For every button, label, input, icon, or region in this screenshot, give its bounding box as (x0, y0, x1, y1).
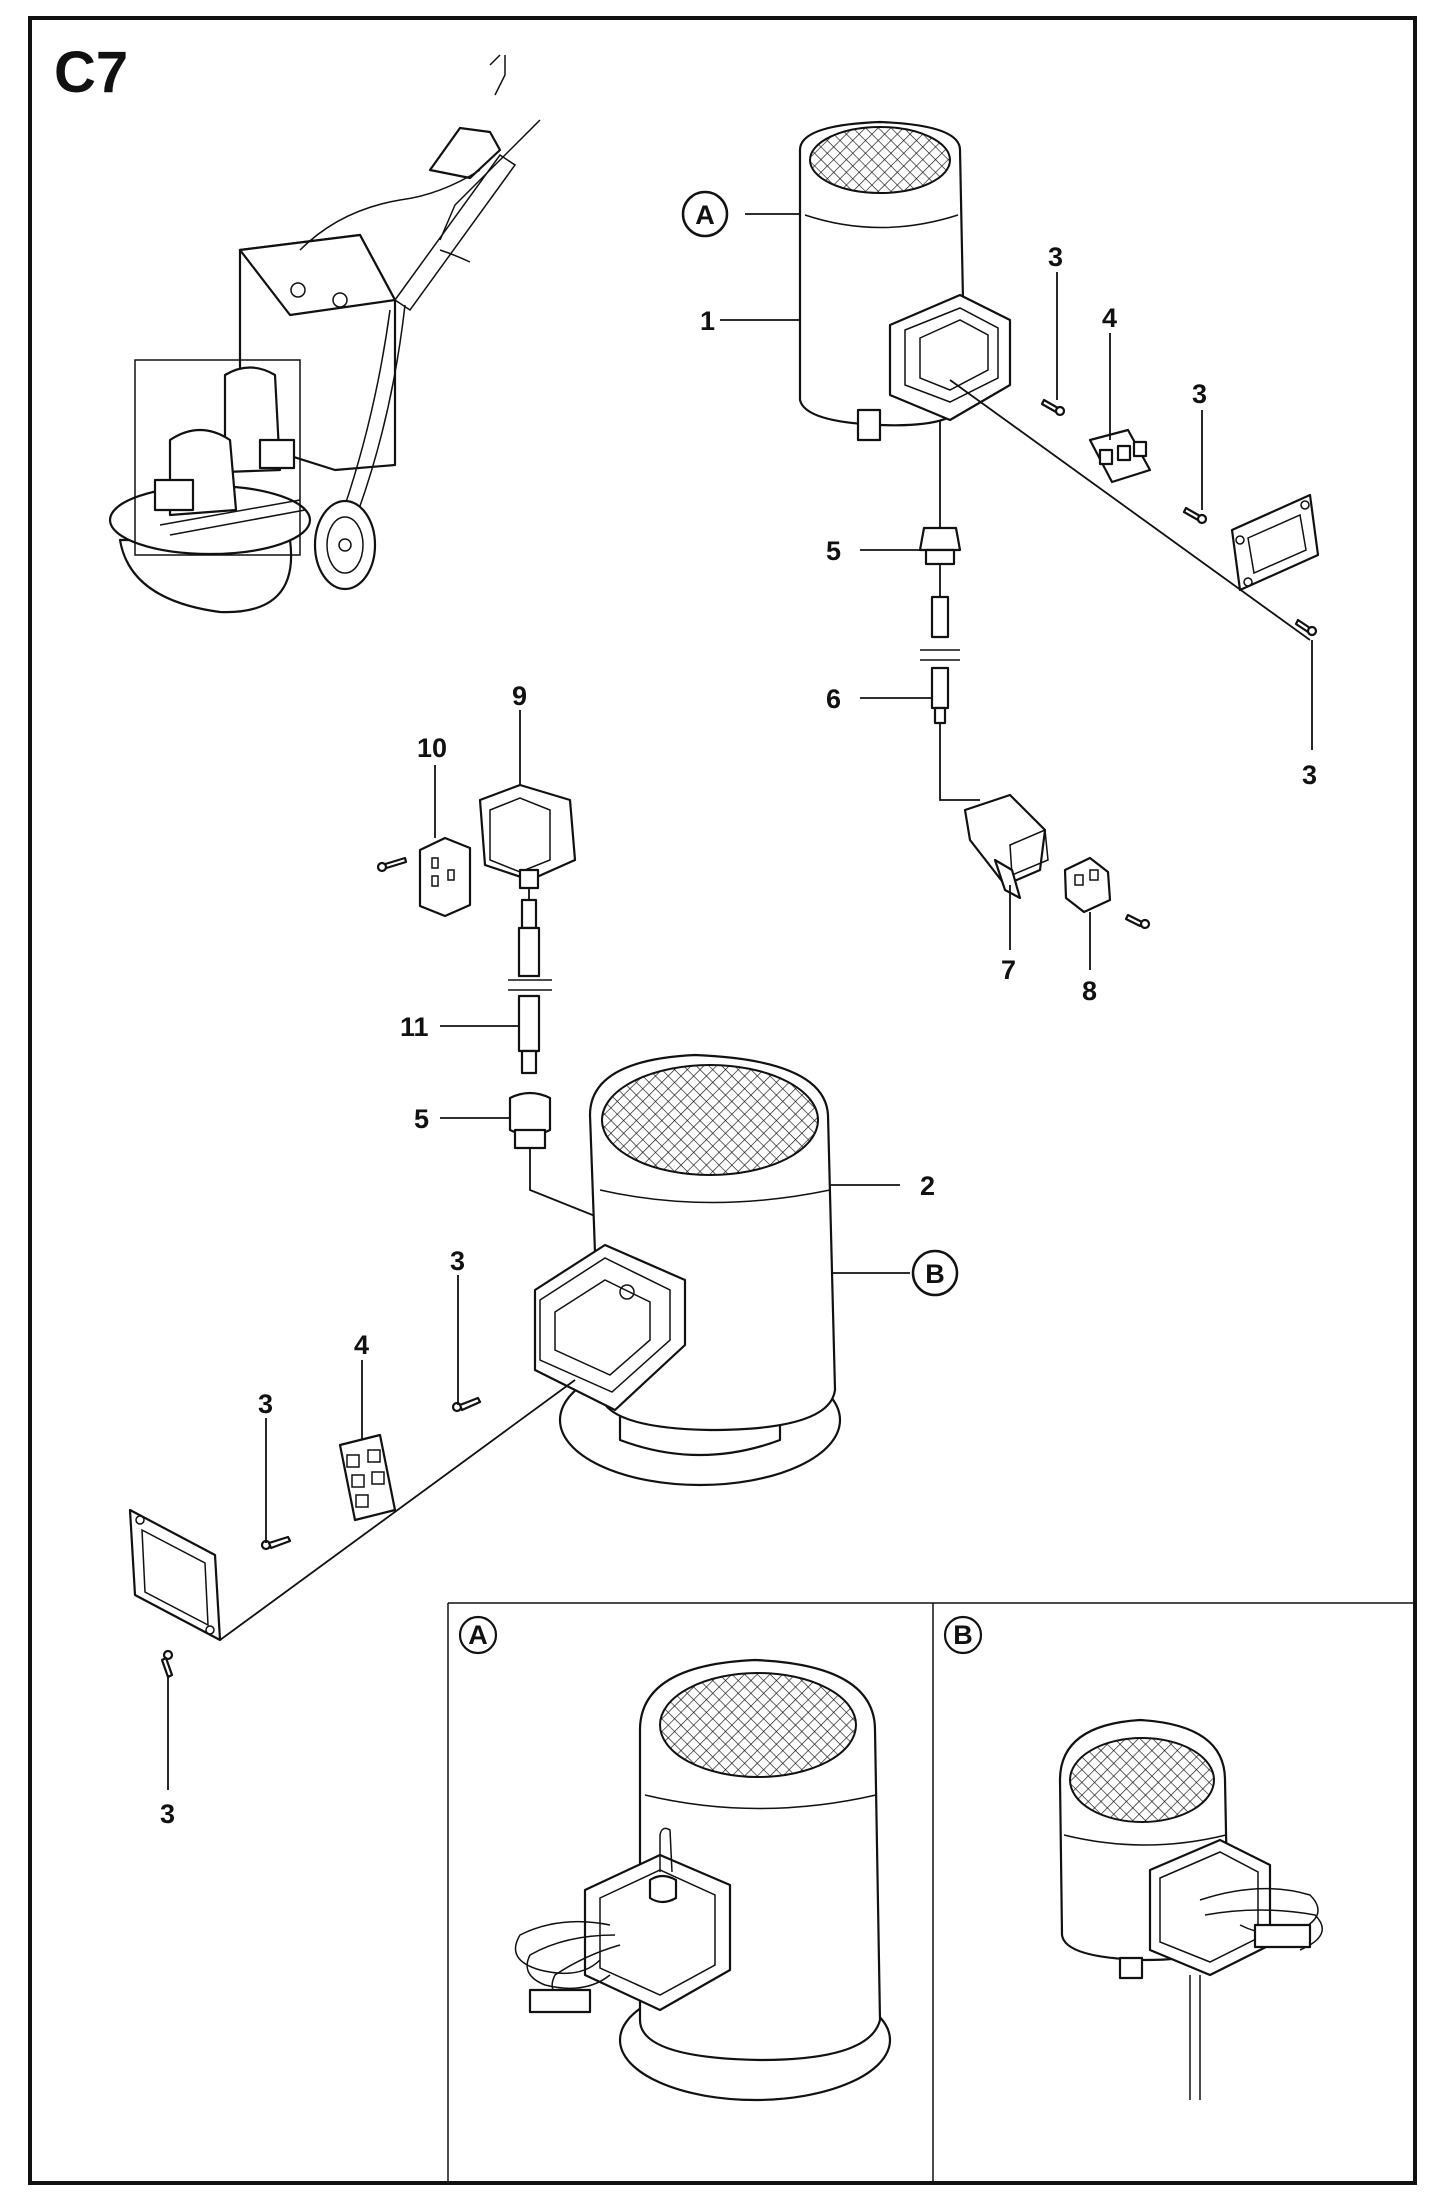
motor-2 (533, 1053, 842, 1487)
plug-housing-7 (963, 793, 1049, 900)
assembly-line-motor2-cover (219, 1379, 576, 1641)
callout-3: 3 (1048, 242, 1063, 272)
callout-8: 8 (1082, 976, 1097, 1006)
screw-3d (451, 1396, 482, 1413)
cable-gland-5a (918, 526, 962, 566)
machine-overview-illustration (108, 54, 541, 614)
connector-insert-10 (376, 836, 472, 918)
motor-1 (798, 120, 1012, 442)
callout-5: 5 (414, 1104, 429, 1134)
callout-leaders (167, 213, 1313, 1790)
detail-view-b: B (943, 1615, 1324, 2100)
terminal-cover-1 (1230, 493, 1320, 592)
svg-text:B: B (925, 1259, 945, 1289)
cable-gland-5b (508, 1091, 552, 1150)
screw-3c (1294, 618, 1318, 637)
svg-text:A: A (695, 200, 715, 230)
view-marker-b: B (911, 1249, 959, 1297)
screw-3a (1040, 398, 1066, 417)
callout-3: 3 (160, 1799, 175, 1829)
cable-6 (920, 595, 960, 725)
connector-housing-9 (478, 783, 577, 890)
callout-7: 7 (1001, 955, 1016, 985)
callout-6: 6 (826, 684, 841, 714)
detail-panels (447, 1602, 1415, 2183)
view-marker-a: A (681, 190, 729, 238)
screw-3b (1182, 506, 1208, 525)
assembly-line-motor1-cover (949, 379, 1311, 641)
detail-view-a: A (458, 1615, 892, 2102)
callout-10: 10 (417, 733, 447, 763)
detail-a-marker: A (468, 1620, 488, 1650)
callout-3: 3 (1192, 379, 1207, 409)
plug-insert-8 (1063, 856, 1151, 930)
callout-5: 5 (826, 536, 841, 566)
cable-11 (508, 898, 552, 1075)
callout-2: 2 (920, 1171, 935, 1201)
callout-3: 3 (1302, 760, 1317, 790)
page-code: C7 (54, 40, 128, 105)
callout-3: 3 (258, 1389, 273, 1419)
callout-4: 4 (354, 1330, 369, 1360)
callout-9: 9 (512, 681, 527, 711)
detail-b-marker: B (953, 1620, 973, 1650)
terminal-block-4a (1088, 428, 1152, 484)
callout-1: 1 (700, 306, 715, 336)
page-frame (28, 16, 1417, 2185)
callout-11: 11 (400, 1012, 429, 1042)
screw-3f (160, 1649, 174, 1679)
callout-4: 4 (1102, 303, 1117, 333)
callout-3: 3 (450, 1246, 465, 1276)
terminal-block-4b (338, 1433, 397, 1522)
terminal-cover-2 (128, 1508, 222, 1642)
